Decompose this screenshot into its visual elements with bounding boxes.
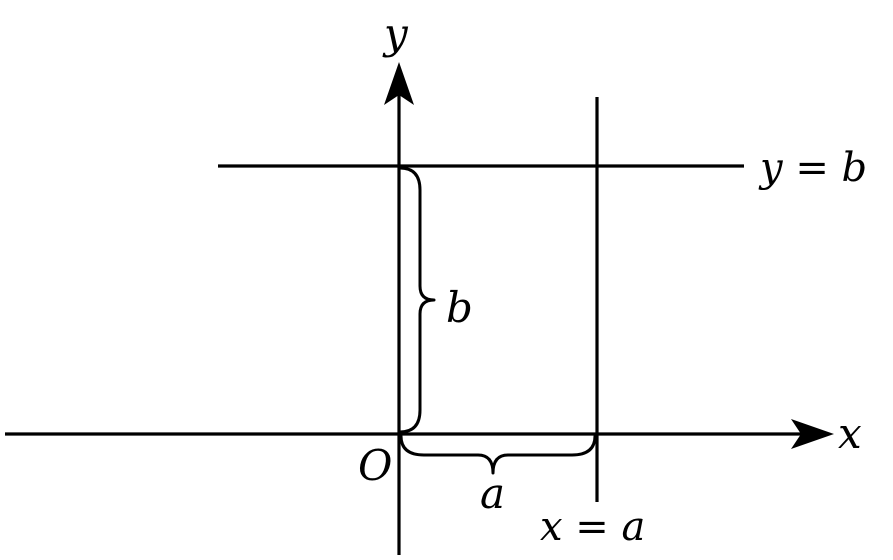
brace-a-label: a: [480, 469, 505, 518]
y-axis-label: y: [382, 9, 409, 58]
line-y-equals-b-label: y = b: [758, 145, 867, 191]
brace-b: [398, 166, 436, 434]
brace-a: [399, 434, 597, 475]
line-x-equals-a-label: x = a: [540, 504, 645, 550]
x-axis-arrowhead: [791, 419, 834, 449]
origin-label: O: [358, 441, 392, 490]
x-axis-label: x: [838, 409, 862, 458]
y-axis-arrowhead: [384, 62, 414, 105]
brace-b-label: b: [446, 283, 473, 332]
